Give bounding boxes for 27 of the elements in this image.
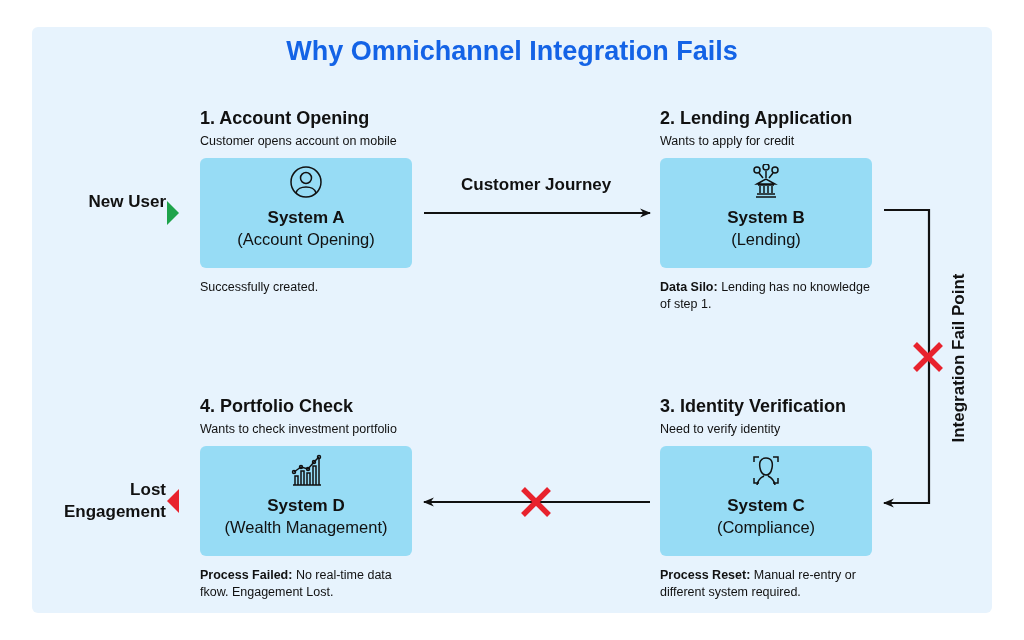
step-heading: 1. Account Opening xyxy=(200,108,370,129)
step-heading: 4. Portfolio Check xyxy=(200,396,354,417)
step-heading: 3. Identity Verification xyxy=(660,396,847,417)
system-name: System A xyxy=(266,208,346,228)
step-note: Successfully created. xyxy=(200,279,320,296)
system-role: (Lending) xyxy=(730,230,802,249)
step-description: Wants to check investment portfolio xyxy=(200,422,397,436)
system-role: (Compliance) xyxy=(715,518,817,537)
arrow xyxy=(882,208,931,508)
arrow xyxy=(424,208,652,218)
system-name: System C xyxy=(726,496,806,516)
step-description: Customer opens account on mobile xyxy=(200,134,397,148)
step-description: Need to verify identity xyxy=(660,422,781,436)
arrow xyxy=(422,497,650,507)
system-role: (Wealth Management) xyxy=(223,518,389,537)
step-heading: 2. Lending Application xyxy=(660,108,853,129)
step-note: Process Reset: Manual re-entry or different system required. xyxy=(660,567,857,601)
flow-label: Lost Engagement xyxy=(62,479,166,524)
flow-label: New User xyxy=(87,191,166,213)
step-description: Wants to apply for credit xyxy=(660,134,795,148)
edge-label: Customer Journey xyxy=(459,175,614,195)
system-name: System D xyxy=(266,496,346,516)
system-name: System B xyxy=(726,208,806,228)
step-note: Process Failed: No real-time data fkow. Engagement Lost. xyxy=(200,567,393,601)
system-role: (Account Opening) xyxy=(236,230,376,249)
step-note: Data Silo: Lending has no knowledge of step 1. xyxy=(660,279,871,313)
title: Why Omnichannel Integration Fails xyxy=(285,36,739,67)
